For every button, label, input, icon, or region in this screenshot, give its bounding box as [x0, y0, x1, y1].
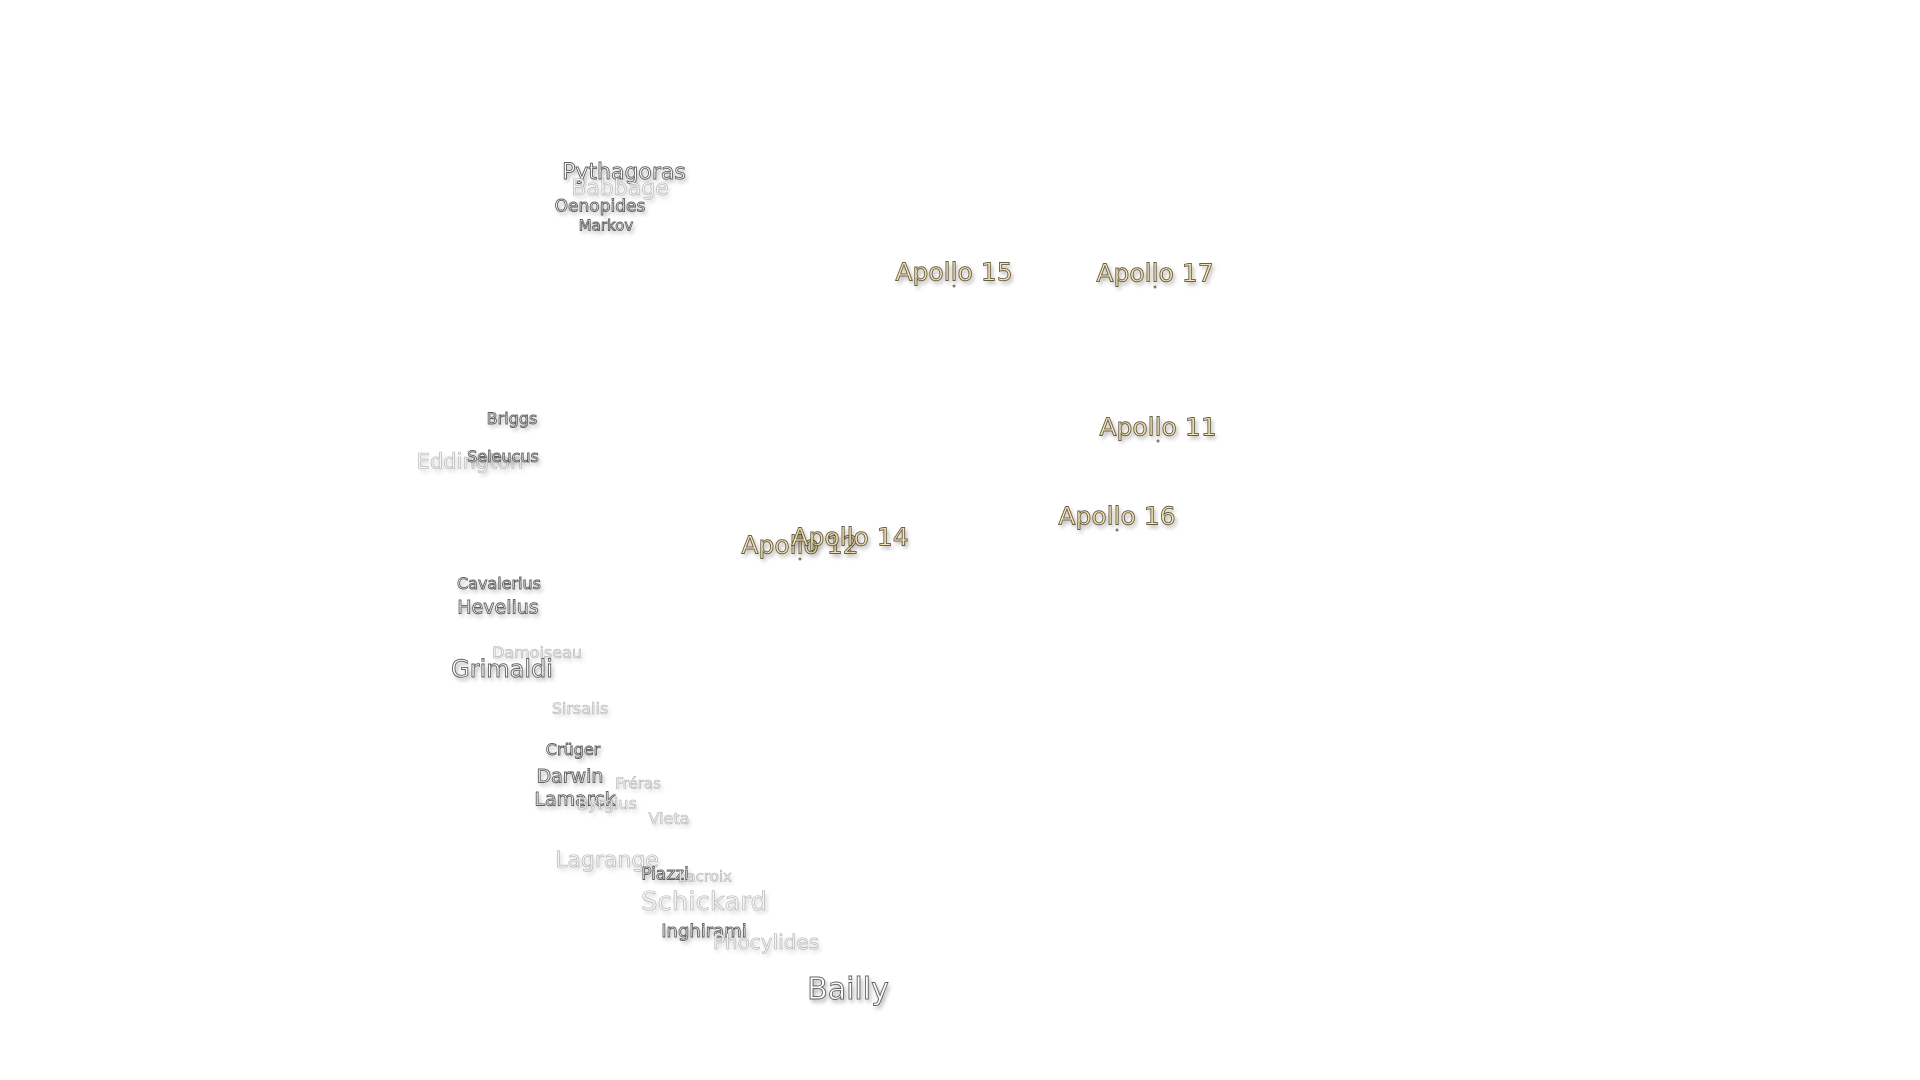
crater-label-markov[interactable]: Markov: [578, 216, 634, 235]
crater-label-oenopides[interactable]: Oenopides: [554, 196, 646, 217]
landing-site-marker-apollo-11: [1156, 439, 1160, 443]
crater-label-piazzi[interactable]: Piazzi: [641, 864, 689, 885]
crater-label-freras[interactable]: Fréras: [615, 774, 661, 793]
crater-label-cavalerius[interactable]: Cavalerius: [456, 574, 542, 593]
crater-label-lamarck[interactable]: Lamarck: [534, 788, 616, 811]
crater-label-damoiseau[interactable]: Damoiseau: [491, 643, 583, 662]
crater-label-lagrange[interactable]: Lagrange: [555, 848, 659, 873]
crater-label-grimaldi[interactable]: Grimaldi: [451, 655, 554, 683]
landing-site-marker-apollo-12: [798, 557, 802, 561]
crater-label-cruger[interactable]: Crüger: [545, 740, 601, 759]
crater-label-sirsalis[interactable]: Sirsalis: [551, 699, 609, 718]
landing-site-marker-apollo-16: [1115, 528, 1119, 532]
crater-label-vieta[interactable]: Vieta: [648, 809, 690, 828]
landing-site-label-apollo-11[interactable]: Apollo 11: [1099, 412, 1217, 442]
landing-site-marker-apollo-14: [848, 549, 852, 553]
landing-site-label-apollo-16[interactable]: Apollo 16: [1058, 501, 1176, 531]
crater-label-bailly[interactable]: Bailly: [807, 972, 890, 1007]
crater-label-hevelius[interactable]: Hevelius: [457, 596, 539, 619]
crater-label-schickard[interactable]: Schickard: [640, 887, 768, 917]
crater-label-briggs[interactable]: Briggs: [486, 409, 538, 428]
crater-label-phocylides[interactable]: Phocylides: [712, 930, 820, 954]
landing-site-label-apollo-17[interactable]: Apollo 17: [1096, 258, 1214, 288]
landing-site-label-apollo-12[interactable]: Apollo 12: [741, 530, 859, 560]
landing-site-marker-apollo-15: [952, 284, 956, 288]
crater-label-lacroix[interactable]: Lacroix: [678, 867, 732, 886]
crater-label-inghirami[interactable]: Inghirami: [661, 921, 747, 942]
crater-label-seleucus[interactable]: Seleucus: [467, 447, 540, 466]
landing-site-label-apollo-14[interactable]: Apollo 14: [791, 522, 909, 552]
crater-label-eddington[interactable]: Eddington: [416, 449, 524, 474]
crater-label-babbage[interactable]: Babbage: [571, 176, 669, 201]
crater-label-byrgius[interactable]: Byrgius: [577, 794, 637, 813]
landing-site-label-apollo-15[interactable]: Apollo 15: [895, 257, 1013, 287]
crater-label-darwin[interactable]: Darwin: [536, 765, 604, 788]
landing-site-marker-apollo-17: [1153, 285, 1157, 289]
crater-label-pythagoras[interactable]: Pythagoras: [562, 160, 687, 185]
